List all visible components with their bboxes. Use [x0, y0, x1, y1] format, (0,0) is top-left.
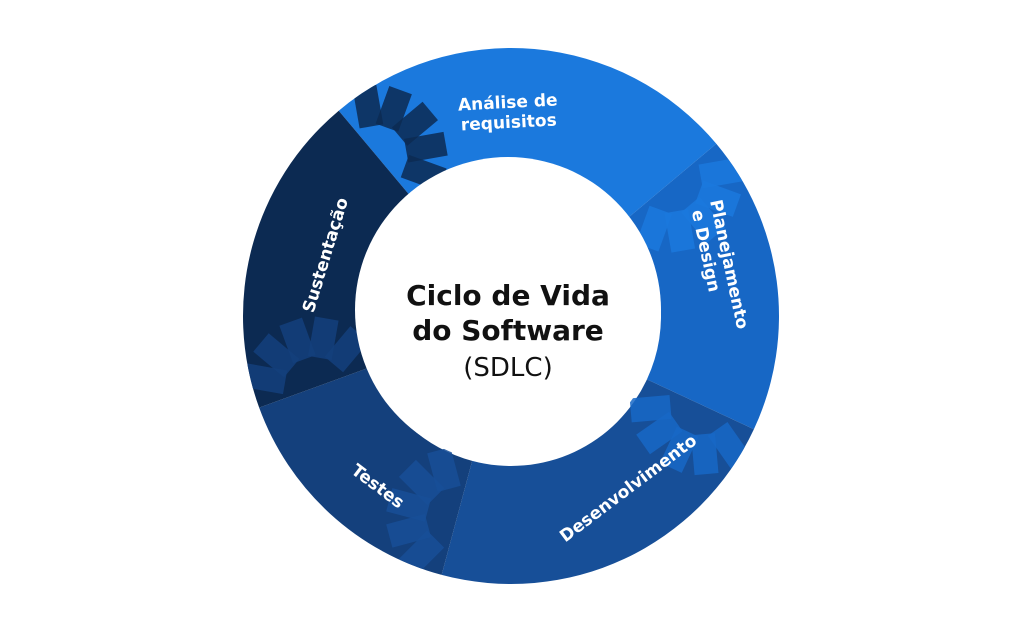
center-title-line2: do Software: [412, 314, 604, 347]
gear-tooth-planejamento: [629, 394, 672, 423]
center-subtitle: (SDLC): [463, 353, 552, 383]
gear-tooth-sustentacao: [352, 84, 384, 129]
gear-tooth-desenvolvimento: [427, 447, 461, 493]
gear-tooth-analise: [664, 209, 696, 253]
gear-tooth-analise: [635, 205, 673, 252]
gear-tooth-testes: [279, 317, 316, 364]
gear-tooth-analise: [698, 157, 743, 189]
center-label: Ciclo de Vida do Software (SDLC): [406, 279, 610, 383]
gear-tooth-analise: [681, 196, 726, 243]
gear-tooth-sustentacao: [404, 131, 448, 163]
gear-tooth-sustentacao: [391, 101, 438, 146]
gear-tooth-planejamento: [636, 411, 683, 455]
gear-tooth-desenvolvimento: [398, 459, 445, 506]
gear-tooth-analise: [695, 180, 741, 217]
gear-tooth-sustentacao: [375, 86, 412, 132]
gear-tooth-planejamento: [659, 426, 699, 473]
gear-tooth-testes: [253, 333, 300, 378]
gear-tooth-planejamento: [691, 433, 719, 476]
gear-tooth-testes: [243, 363, 288, 395]
center-title-line1: Ciclo de Vida: [406, 279, 610, 312]
center-circle: [355, 157, 661, 463]
gear-tooth-testes: [307, 316, 339, 361]
gear-tooth-desenvolvimento: [386, 514, 432, 548]
phase-label-analise: Análise de requisitos: [457, 90, 558, 135]
